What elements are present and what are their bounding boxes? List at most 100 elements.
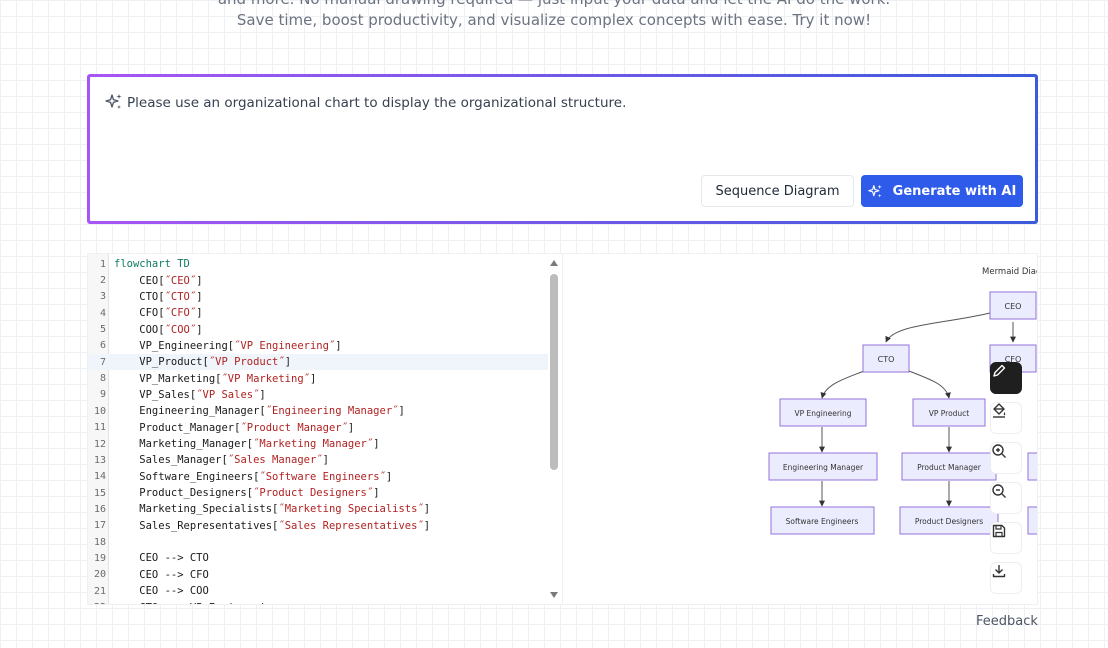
code-line[interactable]: 4 CFO[˝CFO˝] (88, 305, 548, 321)
node-partial-right-2 (1027, 506, 1037, 535)
line-number: 13 (93, 454, 106, 466)
code-line[interactable]: 18 (88, 534, 548, 550)
sequence-diagram-button[interactable]: Sequence Diagram (701, 175, 854, 207)
code-text[interactable]: VP_Marketing[˝VP Marketing˝] (114, 372, 317, 385)
sparkle-icon (867, 184, 882, 197)
code-text[interactable]: flowchart TD (114, 258, 190, 271)
zoom-in-icon (992, 444, 1006, 458)
svg-text:CTO: CTO (878, 355, 895, 364)
code-text[interactable]: Software_Engineers[˝Software Engineers˝] (114, 470, 393, 483)
code-text[interactable]: CTO --> VP_Engineering (106, 602, 278, 604)
line-number: 20 (93, 569, 106, 581)
line-number: 16 (93, 503, 106, 515)
edit-tool-button[interactable] (990, 362, 1022, 394)
code-text[interactable]: CEO --> COO (114, 585, 209, 598)
code-text[interactable]: VP_Sales[˝VP Sales˝] (114, 388, 266, 401)
line-number: 17 (93, 520, 106, 532)
code-line[interactable]: 13 Sales_Manager[˝Sales Manager˝] (88, 452, 548, 468)
code-line[interactable]: 2 CEO[˝CEO˝] (88, 272, 548, 288)
zoom-in-button[interactable] (990, 442, 1022, 474)
generate-with-ai-button[interactable]: Generate with AI (861, 175, 1023, 207)
node-ceo[interactable]: CEO (989, 291, 1037, 320)
code-line[interactable]: 5 COO[˝COO˝] (88, 321, 548, 337)
code-line[interactable]: 11 Product_Manager[˝Product Manager˝] (88, 420, 548, 436)
code-text[interactable]: Engineering_Manager[˝Engineering Manager… (114, 405, 405, 418)
edge-cto-vp-product (908, 370, 951, 399)
code-text[interactable]: Marketing_Manager[˝Marketing Manager˝] (114, 438, 380, 451)
line-number: 8 (99, 373, 106, 385)
prompt-text[interactable]: Please use an organizational chart to di… (127, 95, 627, 111)
line-number: 18 (93, 536, 106, 548)
download-button[interactable] (990, 562, 1022, 594)
line-number: 14 (93, 471, 106, 483)
code-text[interactable]: Product_Designers[˝Product Designers˝] (114, 487, 380, 500)
save-button[interactable] (990, 522, 1022, 554)
zoom-out-button[interactable] (990, 482, 1022, 514)
org-chart-diagram: Mermaid Diag CEO CFO CTO (768, 267, 1037, 535)
prompt-input-area[interactable]: Please use an organizational chart to di… (90, 77, 1035, 221)
zoom-out-icon (992, 484, 1006, 498)
code-text[interactable]: CEO --> CFO (114, 568, 209, 581)
code-line[interactable]: 19 CEO --> CTO (88, 550, 548, 566)
scroll-up-arrow-icon[interactable] (550, 260, 558, 266)
line-number: 21 (93, 585, 106, 597)
code-line[interactable]: 6 VP_Engineering[˝VP Engineering˝] (88, 338, 548, 354)
code-text[interactable]: VP_Product[˝VP Product˝] (114, 356, 292, 369)
scroll-down-arrow-icon[interactable] (550, 592, 558, 598)
svg-text:Software Engineers: Software Engineers (786, 517, 859, 526)
svg-text:CFO: CFO (1005, 355, 1021, 364)
node-vp-product[interactable]: VP Product (912, 398, 986, 427)
code-text[interactable]: CEO[˝CEO˝] (114, 274, 203, 287)
code-line[interactable]: 15 Product_Designers[˝Product Designers˝… (88, 485, 548, 501)
line-number-gutter (88, 254, 109, 604)
node-engineering-manager[interactable]: Engineering Manager (768, 452, 878, 481)
intro-line-2: Save time, boost productivity, and visua… (236, 11, 872, 29)
code-line[interactable]: 16 Marketing_Specialists[˝Marketing Spec… (88, 501, 548, 517)
download-icon (992, 565, 1006, 578)
scrollbar-thumb[interactable] (550, 274, 558, 470)
svg-text:VP Engineering: VP Engineering (794, 409, 851, 418)
line-number: 19 (93, 552, 106, 564)
feedback-link[interactable]: Feedback (976, 614, 1038, 629)
code-line[interactable]: 21 CEO --> COO (88, 583, 548, 599)
code-line[interactable]: 22 CTO --> VP_Engineering (88, 599, 548, 604)
line-number: 7 (99, 356, 106, 368)
code-text[interactable]: CTO[˝CTO˝] (114, 290, 203, 303)
code-line[interactable]: 14 Software_Engineers[˝Software Engineer… (88, 469, 548, 485)
line-number: 6 (99, 340, 106, 352)
node-product-manager[interactable]: Product Manager (901, 452, 997, 481)
line-number: 2 (99, 275, 106, 287)
code-text[interactable]: Sales_Manager[˝Sales Manager˝] (114, 454, 329, 467)
code-line[interactable]: 7 VP_Product[˝VP Product˝] (88, 354, 548, 371)
fill-tool-button[interactable] (990, 402, 1022, 434)
code-line[interactable]: 10 Engineering_Manager[˝Engineering Mana… (88, 403, 548, 419)
diagram-preview[interactable]: Mermaid Diag CEO CFO CTO (564, 254, 1037, 604)
line-number: 4 (99, 307, 106, 319)
code-line[interactable]: 3 CTO[˝CTO˝] (88, 289, 548, 305)
code-text[interactable]: Product_Manager[˝Product Manager˝] (114, 421, 355, 434)
code-text[interactable]: Sales_Representatives[˝Sales Representat… (114, 519, 431, 532)
intro-line-1: and more. No manual drawing required — j… (0, 0, 1108, 8)
code-text[interactable]: Marketing_Specialists[˝Marketing Special… (114, 503, 431, 516)
code-line[interactable]: 1 flowchart TD (88, 256, 548, 272)
code-text[interactable]: CEO --> CTO (114, 552, 209, 565)
svg-text:CEO: CEO (1005, 302, 1022, 311)
node-product-designers[interactable]: Product Designers (899, 506, 999, 535)
line-number: 12 (93, 438, 106, 450)
svg-text:Engineering Manager: Engineering Manager (783, 463, 864, 472)
node-software-engineers[interactable]: Software Engineers (770, 506, 875, 535)
code-line[interactable]: 17 Sales_Representatives[˝Sales Represen… (88, 518, 548, 534)
code-line[interactable]: 20 CEO --> CFO (88, 567, 548, 583)
code-text[interactable]: VP_Engineering[˝VP Engineering˝] (114, 339, 342, 352)
node-cto[interactable]: CTO (862, 344, 910, 373)
editor-scrollbar[interactable] (549, 260, 559, 598)
code-text[interactable]: CFO[˝CFO˝] (114, 307, 203, 320)
line-number: 1 (99, 258, 106, 270)
code-line[interactable]: 12 Marketing_Manager[˝Marketing Manager˝… (88, 436, 548, 452)
code-line[interactable]: 8 VP_Marketing[˝VP Marketing˝] (88, 370, 548, 386)
code-text[interactable]: COO[˝COO˝] (114, 323, 203, 336)
code-line[interactable]: 9 VP_Sales[˝VP Sales˝] (88, 387, 548, 403)
node-vp-engineering[interactable]: VP Engineering (779, 398, 867, 427)
